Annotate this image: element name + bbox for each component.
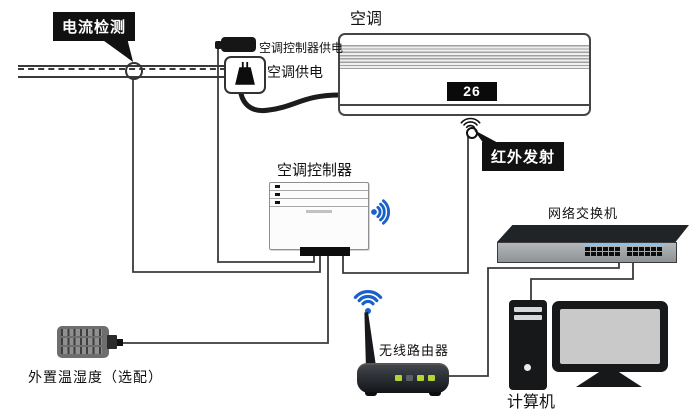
ac-temperature-display: 26 — [447, 82, 497, 101]
switch-port-group — [627, 247, 662, 256]
current-clamp-ring-icon — [125, 62, 143, 80]
label-switch: 网络交换机 — [548, 206, 619, 221]
controller-base-connector — [300, 247, 350, 256]
controller-fine-print — [306, 210, 332, 213]
power-plug-icon — [235, 62, 255, 85]
network-switch — [497, 242, 677, 263]
label-ac: 空调 — [350, 11, 383, 28]
tower-drive-slot — [514, 315, 542, 320]
monitor-screen — [560, 309, 660, 364]
sensor-connector — [107, 335, 117, 349]
controller-box — [269, 182, 369, 250]
power-adapter — [221, 37, 256, 52]
wall-socket — [224, 56, 266, 94]
ac-power-cable — [237, 81, 343, 114]
wire-controller-to-ir — [342, 136, 469, 274]
switch-port-strip — [584, 244, 666, 246]
router-led-on — [417, 375, 424, 381]
router-foot — [365, 392, 377, 396]
computer-tower — [509, 300, 547, 390]
wireless-router — [357, 363, 449, 396]
power-adapter-plug-nub — [215, 41, 222, 49]
router-led-on — [428, 375, 435, 381]
label-router: 无线路由器 — [379, 343, 450, 358]
ac-vent-grille — [340, 45, 589, 69]
switch-port-group — [585, 247, 620, 256]
tower-drive-slot — [514, 307, 542, 312]
mains-power-line — [18, 65, 226, 78]
sensor-vents — [61, 338, 102, 345]
controller-pin — [275, 185, 280, 188]
router-led-off — [406, 375, 413, 381]
router-led-on — [395, 375, 402, 381]
temp-humidity-sensor — [57, 326, 109, 358]
sensor-cable-nub — [117, 339, 123, 346]
callout-current-detection: 电流检测 — [53, 12, 136, 41]
controller-slat — [270, 183, 368, 191]
tower-power-button — [524, 364, 531, 371]
controller-pin — [275, 201, 280, 204]
wifi-signal-up-icon — [353, 290, 383, 314]
controller-slat — [270, 199, 368, 207]
label-sensor: 外置温湿度（选配） — [28, 369, 163, 385]
switch-top-face — [497, 225, 689, 242]
callout-ir-emit: 红外发射 — [482, 142, 565, 171]
router-foot — [429, 392, 441, 396]
wire-switch-to-computer — [530, 258, 634, 302]
label-controller: 空调控制器 — [277, 162, 353, 179]
wifi-signal-right-icon — [371, 199, 391, 225]
sensor-vents — [61, 329, 102, 336]
wire-ct-to-controller — [132, 79, 321, 273]
label-controller-power: 空调控制器供电 — [259, 41, 344, 55]
wire-switch-to-router — [449, 258, 620, 377]
controller-pin — [275, 193, 280, 196]
router-leds — [395, 375, 435, 381]
label-computer: 计算机 — [507, 394, 556, 411]
wire-sensor-to-controller — [122, 252, 329, 344]
ac-bottom-line — [340, 104, 589, 106]
sensor-vents — [61, 347, 102, 354]
wire-adapter-to-controller — [217, 45, 315, 263]
label-ac-power: 空调供电 — [267, 64, 323, 80]
mains-dash-line — [18, 68, 226, 70]
ir-emitter-waves-icon — [460, 117, 481, 129]
ac-unit: 26 — [338, 33, 591, 116]
computer-monitor — [552, 301, 668, 372]
controller-slat — [270, 191, 368, 199]
